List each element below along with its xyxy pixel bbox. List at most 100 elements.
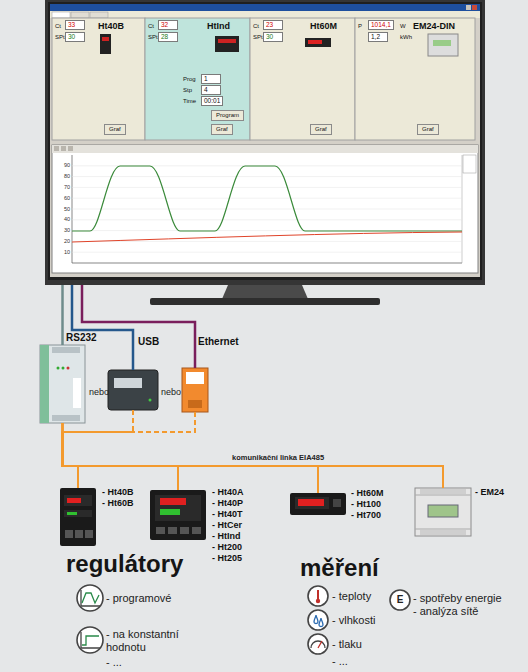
bus-line <box>63 412 444 488</box>
panel-background <box>355 18 475 140</box>
legend-text: - programové <box>106 592 171 604</box>
controller-device <box>180 527 189 534</box>
rs232-converter <box>40 345 49 423</box>
device-model: - Ht40P <box>212 499 243 509</box>
meter-device <box>290 488 471 536</box>
meter-device <box>333 499 341 507</box>
icon-glyph <box>82 636 99 645</box>
controller-device <box>65 530 73 538</box>
category-icon <box>77 627 103 653</box>
device-panel: HtIndCt32SPt28Prog1Stp4Time00:01ProgramG… <box>145 18 250 140</box>
category-icon <box>77 585 103 611</box>
grid-line <box>72 187 462 188</box>
window-chrome <box>50 4 480 18</box>
controller-device <box>64 495 92 506</box>
field-label: P <box>358 23 362 30</box>
button-label: Program <box>211 110 244 121</box>
monitor-screen: Ht40BCt33SPt30GrafHtIndCt32SPt28Prog1Stp… <box>45 0 485 285</box>
rs232-converter <box>73 378 81 408</box>
meter-device <box>420 489 466 494</box>
field-label: kWh <box>400 34 412 41</box>
connector-label: komunikační linka EIA485 <box>232 454 324 462</box>
ethernet-converter <box>182 368 208 412</box>
monitor-stand <box>222 285 308 299</box>
device-thumbnail <box>218 39 236 43</box>
chart-frame <box>61 146 66 151</box>
bus-line <box>63 412 196 488</box>
meter-device <box>290 493 346 515</box>
device-thumbnail <box>433 40 451 46</box>
legend-entry: - spotřeby energie <box>413 592 502 605</box>
controller-device <box>192 527 201 534</box>
trend-curve <box>72 166 462 231</box>
device-model: - HtCer <box>212 521 242 531</box>
rs232-converter <box>57 367 60 370</box>
controller-device <box>67 498 81 503</box>
window-chrome <box>50 11 480 18</box>
field-label: SPt <box>253 34 263 41</box>
monitor-bezel <box>48 2 482 280</box>
icon-glyph <box>319 618 323 627</box>
bus-line <box>63 412 196 490</box>
meter-device: - EM24 <box>415 488 471 536</box>
rs232-converter <box>62 367 65 370</box>
field-value: 4 <box>201 85 221 95</box>
field-value: 1014,1 <box>368 20 394 30</box>
field-label: Ct <box>148 23 154 30</box>
device-thumbnail <box>428 34 458 56</box>
device-model: - Ht700 <box>351 511 381 521</box>
device-model: - Ht40A <box>212 488 244 498</box>
meter-device <box>420 530 466 535</box>
axis-tick: 50 <box>54 206 70 212</box>
bus-line <box>63 412 319 493</box>
meter-device <box>415 488 471 536</box>
field-value: 23 <box>263 20 283 30</box>
device-thumbnail <box>305 38 331 47</box>
window-chrome <box>50 4 480 11</box>
window-chrome <box>71 12 89 18</box>
monitor-bezel <box>45 0 485 285</box>
monitor-bezel <box>45 0 485 285</box>
field-label: SPt <box>148 34 158 41</box>
legend-text: - spotřeby energie <box>413 592 502 604</box>
meter-device <box>415 529 471 530</box>
interface-label: Ethernet <box>198 336 239 347</box>
bus-line <box>63 410 319 493</box>
legend-entry: - tlaku <box>332 638 362 651</box>
category-icon <box>308 610 328 630</box>
device-model: - EM24 <box>475 488 504 498</box>
field-label: W <box>400 23 406 30</box>
interface-label: USB <box>138 336 159 347</box>
monitor-stand <box>150 285 380 305</box>
axis-tick: 20 <box>54 238 70 244</box>
panel-title: Ht60M <box>310 22 337 32</box>
axis-tick: 90 <box>54 162 70 168</box>
chart-frame <box>52 145 478 273</box>
button-label: Graf <box>310 124 332 135</box>
legend-entry: - ... <box>106 656 122 669</box>
category-heading: regulátory <box>66 551 183 577</box>
grid-line <box>72 219 462 220</box>
device-model: - Ht60B <box>102 499 134 509</box>
axis-tick: 10 <box>54 249 70 255</box>
icon-glyph <box>316 599 320 603</box>
grid-line <box>72 166 462 252</box>
note-label: nebo <box>161 388 181 398</box>
field-label: Ct <box>253 23 259 30</box>
chart-frame <box>463 155 476 173</box>
controller-device: - Ht40A- Ht40P- Ht40T- HtCer- HtInd- Ht2… <box>150 490 206 540</box>
field-label: Prog <box>183 76 196 83</box>
ethernet-converter <box>188 400 202 408</box>
legend-text: - na konstantní hodnotu <box>106 628 179 653</box>
grid-line <box>72 176 462 177</box>
axis-tick: 70 <box>54 184 70 190</box>
field-label: Stp <box>183 87 192 94</box>
interface-label: RS232 <box>66 332 97 343</box>
icon-glyph <box>81 590 100 606</box>
field-value: 1,2 <box>368 32 388 42</box>
monitor-stand <box>150 298 380 305</box>
controller-device: - Ht40B- Ht60B <box>60 488 96 546</box>
window-chrome <box>90 12 108 18</box>
bus-line <box>63 423 179 490</box>
